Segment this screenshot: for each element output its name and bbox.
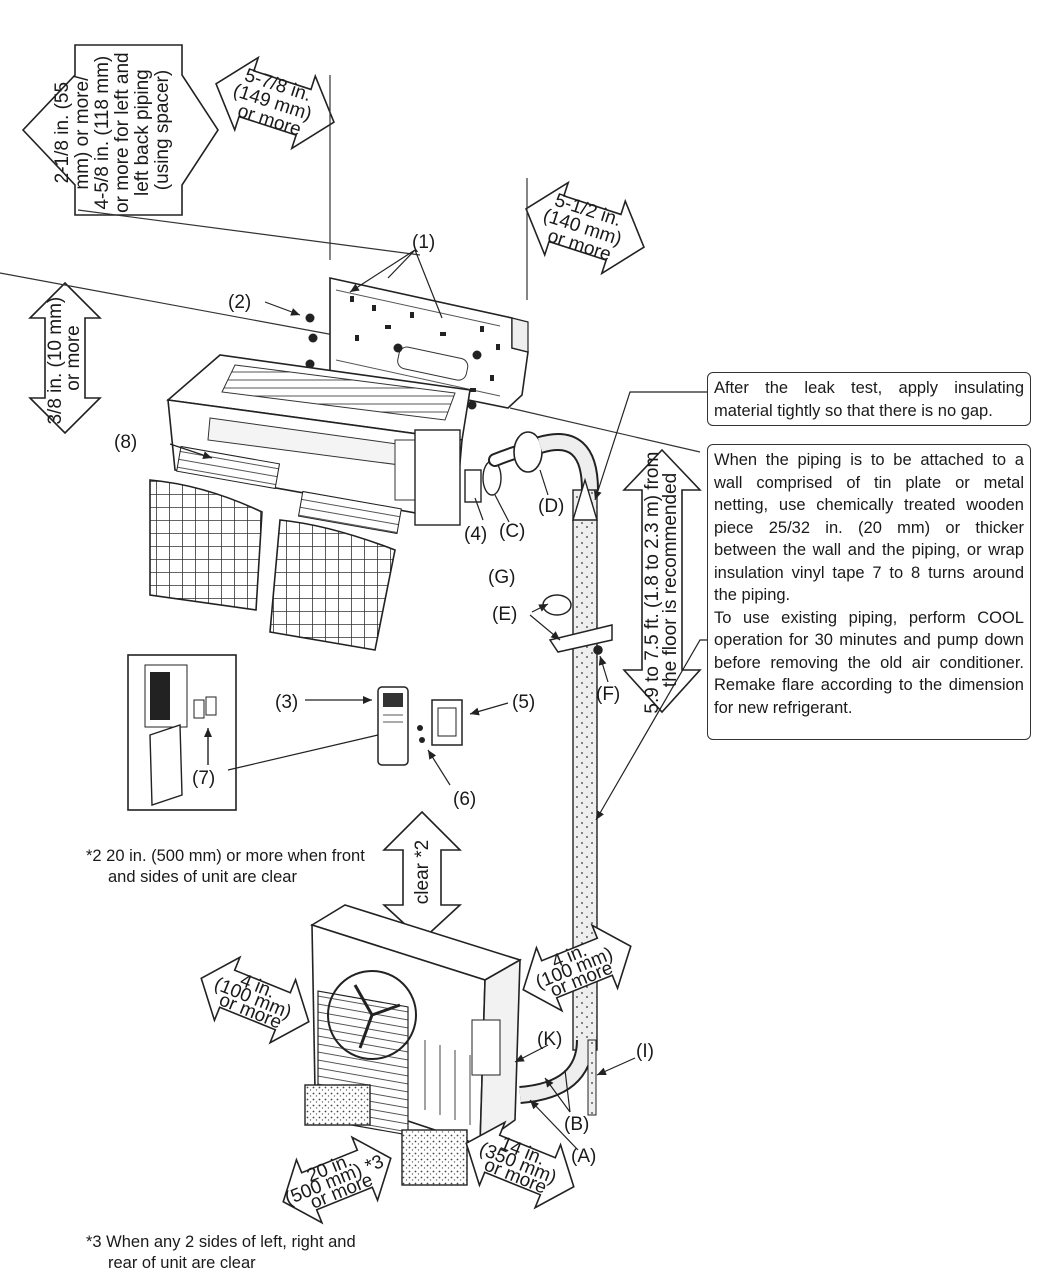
note-wall-piping-text: When the piping is to be attached to a w…: [714, 451, 1024, 604]
battery-inset: [127, 654, 237, 811]
dimension-arrow-top-right: 5-1/2 in. (140 mm) or more: [525, 180, 645, 276]
air-filter-right: [269, 490, 402, 651]
screw-icons: [305, 313, 482, 410]
dim-height-line-1: 5.9 to 7.5 ft. (1.8 to 2.3 m) from: [642, 452, 663, 714]
remote-holder: [417, 699, 463, 746]
label-part-K: (K): [537, 1029, 562, 1050]
dim-top-left-line-1: 2-1/8 in. (55: [52, 82, 73, 183]
dim-top-left-line-2: mm) or more/: [72, 75, 93, 190]
note-leak-test: After the leak test, apply insulating ma…: [707, 372, 1031, 426]
refrigerant-pipe: [519, 477, 598, 1116]
note-existing-piping-text: To use existing piping, perform COOL ope…: [714, 608, 1024, 717]
note-leak-test-text: After the leak test, apply insulating ma…: [714, 379, 1024, 420]
label-part-4: (4): [464, 524, 487, 545]
leader-lines: [169, 249, 710, 1151]
dimension-arrow-clear: clear *2: [381, 810, 463, 942]
dim-left-line-1: 3/8 in. (10 mm): [45, 297, 66, 425]
pipe-connection: [464, 431, 599, 503]
label-part-5: (5): [512, 692, 535, 713]
label-part-3: (3): [275, 692, 298, 713]
label-part-G: (G): [488, 567, 515, 588]
svg-text:2-1/8 in. (55 mm) or mor: 2-1/8 in. (55 mm) or more/ 4-5/8 in. (11…: [52, 47, 173, 213]
part-labels: (1) (2) (3) (4) (5) (6) (7) (8) (A) (B) …: [114, 232, 654, 1167]
dimension-arrow-left-side: 3/8 in. (10 mm) or more: [28, 281, 102, 435]
note-wall-piping: When the piping is to be attached to a w…: [707, 444, 1031, 740]
dim-top-left-line-6: (using spacer): [152, 70, 173, 190]
dimension-arrow-top-left: 2-1/8 in. (55 mm) or more/ 4-5/8 in. (11…: [21, 44, 219, 216]
label-part-F: (F): [596, 684, 620, 705]
label-part-C: (C): [499, 521, 525, 542]
label-part-6: (6): [453, 789, 476, 810]
label-part-1: (1): [412, 232, 435, 253]
dim-clear: clear *2: [412, 840, 433, 904]
footnote-3-line-2: rear of unit are clear: [108, 1254, 256, 1272]
dim-left-line-2: or more: [63, 325, 84, 390]
footnote-3: *3 When any 2 sides of left, right and r…: [86, 1232, 356, 1274]
dimension-arrow-outdoor-front: 20 in. (500 mm) *3 or more: [282, 1135, 392, 1225]
label-part-I: (I): [636, 1041, 654, 1062]
label-part-7: (7): [192, 768, 215, 789]
remote-controller: [377, 686, 409, 766]
label-part-A: (A): [571, 1146, 596, 1167]
footnote-2: *2 20 in. (500 mm) or more when front an…: [86, 846, 365, 888]
label-part-D: (D): [538, 496, 564, 517]
dimension-arrow-outdoor-left: 4 in. (100 mm) or more: [200, 955, 310, 1045]
outdoor-blocks: [304, 1084, 468, 1186]
label-part-2: (2): [228, 292, 251, 313]
footnote-3-line-1: *3 When any 2 sides of left, right and: [86, 1233, 356, 1251]
label-part-B: (B): [564, 1114, 589, 1135]
reference-lines: [0, 75, 701, 453]
pipe-clamps: [542, 594, 613, 655]
indoor-unit: [166, 354, 471, 526]
dim-height-line-2: the floor is recommended: [660, 473, 681, 687]
dim-top-left-line-4: or more for left and: [112, 52, 133, 213]
label-part-8: (8): [114, 432, 137, 453]
dimension-arrow-height: 5.9 to 7.5 ft. (1.8 to 2.3 m) from the f…: [622, 446, 702, 714]
footnote-2-line-1: *2 20 in. (500 mm) or more when front: [86, 847, 365, 865]
air-filter-left: [149, 445, 281, 611]
dimension-arrow-top-mid: 5-7/8 in. (149 mm) or more: [215, 55, 335, 151]
footnote-2-line-2: and sides of unit are clear: [108, 868, 297, 886]
svg-text:5.9 to 7.5 ft. (1.8 to 2.3 m): 5.9 to 7.5 ft. (1.8 to 2.3 m) from the f…: [642, 446, 681, 713]
dim-top-left-line-3: 4-5/8 in. (118 mm): [92, 56, 113, 210]
dim-top-left-line-5: left back piping: [132, 69, 153, 196]
svg-text:3/8 in. (10 mm) or more: 3/8 in. (10 mm) or more: [45, 291, 84, 424]
label-part-E: (E): [492, 604, 517, 625]
